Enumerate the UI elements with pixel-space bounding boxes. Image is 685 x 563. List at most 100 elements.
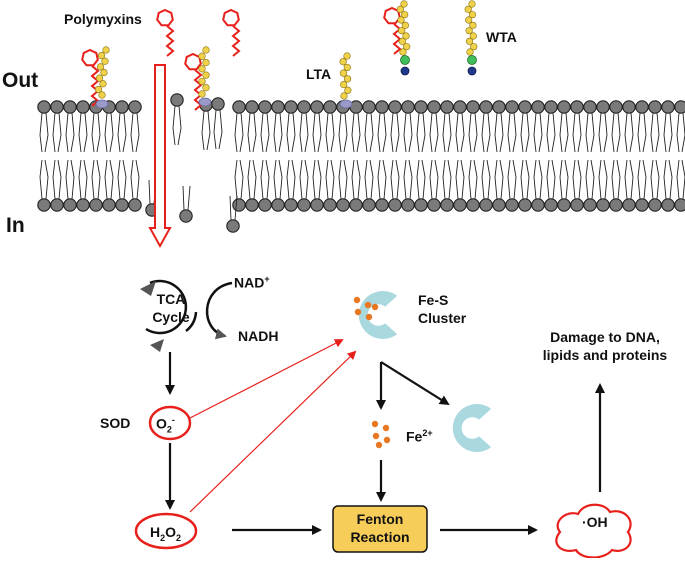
lipid-head (440, 100, 454, 114)
lipid-head (362, 198, 376, 212)
lipid-tail (642, 112, 647, 153)
lipid-tail (494, 112, 498, 153)
lipid-head (232, 100, 246, 114)
iron-atom (372, 432, 380, 440)
lipid-head (427, 100, 441, 114)
lipid-tail (206, 110, 211, 151)
polymyxin-ring (222, 8, 240, 27)
lipid-tail (559, 159, 563, 200)
lipid-tail (273, 159, 277, 200)
teichoic-bead (95, 74, 104, 82)
lipid-head (336, 198, 350, 212)
damage-label: Damage to DNA, lipids and proteins (542, 329, 668, 363)
teichoic-bead (465, 37, 474, 45)
lipid-tail (481, 112, 485, 153)
wta-blue-unit (400, 66, 410, 76)
teichoic-bead (465, 16, 473, 24)
iron-atom (365, 313, 373, 321)
nad-to-nadh-arrow (205, 281, 233, 340)
lipid-tail (130, 112, 134, 153)
out-label: Out (2, 69, 39, 92)
lipid-tail (234, 112, 238, 153)
lipid-tail (247, 112, 251, 153)
lipid-tail (369, 159, 374, 200)
lipid-head (284, 198, 298, 212)
lipid-head (518, 100, 532, 114)
lipid-head (115, 198, 129, 212)
lipid-head (648, 198, 662, 212)
lipid-tail (668, 112, 673, 153)
lipid-head (479, 100, 493, 114)
lipid-tail (369, 112, 374, 153)
teichoic-bead (94, 85, 103, 93)
teichoic-bead (344, 86, 352, 94)
lipid-head (323, 100, 337, 114)
lipid-tail (473, 159, 478, 200)
lipid-tail (39, 159, 43, 200)
lipid-tail (499, 159, 504, 200)
iron-atom (371, 420, 379, 428)
lipid-tail (403, 159, 407, 200)
lipid-tail (494, 159, 498, 200)
lipid-tail (122, 159, 127, 200)
lipid-tail (416, 112, 420, 153)
lipid-head (375, 198, 389, 212)
lipid-head (531, 100, 545, 114)
lipid-tail (455, 159, 459, 200)
lipid-tail (343, 112, 348, 153)
lipid-tail (130, 159, 134, 200)
lipid-tail (96, 112, 101, 153)
lipid-tail (52, 112, 56, 153)
lipid-tail (525, 112, 530, 153)
lipid-tail (538, 112, 543, 153)
ferrous-iron-label: Fe2+ (406, 428, 433, 445)
fe-s-protein (358, 290, 398, 339)
lipid-tail (507, 159, 511, 200)
lipid-tail (317, 112, 322, 153)
lipid-tail (434, 159, 439, 200)
lipid-tail (44, 112, 49, 153)
lipid-tail (213, 109, 217, 150)
lipid-tail (265, 159, 270, 200)
lipid-tail (229, 195, 232, 221)
lipid-tail (650, 112, 654, 153)
lipid-head (674, 198, 685, 212)
lipid-tail (382, 112, 387, 153)
lipid-head (661, 100, 675, 114)
lipid-tail (278, 112, 283, 153)
teichoic-bead (98, 91, 106, 99)
tca-cycle-arrowhead (140, 281, 156, 296)
teichoic-bead (396, 5, 404, 13)
lipid-head (401, 198, 415, 212)
lipid-tail (364, 112, 368, 153)
lipid-tail (91, 159, 95, 200)
teichoic-bead (101, 57, 109, 65)
lipid-tail (616, 112, 621, 153)
lipid-tail (351, 112, 355, 153)
lipid-head (388, 100, 402, 114)
lipid-tail (44, 159, 49, 200)
polymyxin-tail (90, 65, 100, 107)
sod-label: SOD (100, 415, 131, 431)
lipid-tail (78, 112, 82, 153)
lipid-tail (655, 112, 660, 153)
lipid-tail (642, 159, 647, 200)
lipid-tail (421, 112, 426, 153)
lipid-head (531, 198, 545, 212)
lipid-tail (356, 159, 361, 200)
teichoic-bead (202, 58, 210, 67)
peroxide-attack-arrow (189, 350, 357, 513)
teichoic-bead (470, 43, 478, 51)
lta-label: LTA (306, 66, 332, 82)
lipid-tail (172, 105, 176, 146)
teichoic-bead (469, 32, 477, 40)
teichoic-bead (398, 27, 406, 35)
lipid-head (544, 100, 558, 114)
polymyxin-ring (156, 8, 174, 27)
lipid-tail (460, 159, 465, 200)
teichoic-bead (401, 11, 409, 19)
lipid-head (349, 198, 363, 212)
lipid-head (226, 219, 240, 233)
superoxide-circle (148, 405, 192, 441)
